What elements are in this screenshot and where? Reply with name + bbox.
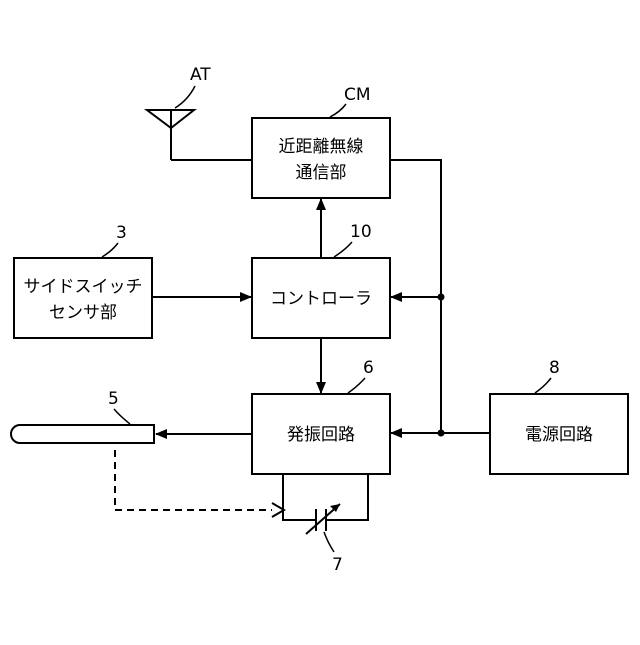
sensor-block bbox=[14, 258, 152, 338]
cm-block bbox=[252, 118, 390, 198]
controller-ref-label: 10 bbox=[350, 222, 372, 242]
antenna-ref-leader bbox=[175, 86, 195, 108]
junction-dot-oscillator bbox=[438, 430, 445, 437]
cm-label-line2: 通信部 bbox=[296, 163, 347, 183]
sensor-label-line1: サイドスイッチ bbox=[24, 277, 143, 297]
oscillator-label: 発振回路 bbox=[287, 425, 355, 445]
controller-ref-leader bbox=[334, 242, 352, 257]
cap-left-wire bbox=[283, 474, 316, 520]
cap-right-wire bbox=[326, 474, 368, 520]
power-ref-label: 8 bbox=[549, 358, 560, 378]
electrode-ref-label: 5 bbox=[108, 389, 119, 409]
electrode-icon bbox=[11, 425, 154, 443]
cm-label-line1: 近距離無線 bbox=[279, 137, 364, 157]
cm-ref-label: CM bbox=[344, 85, 371, 105]
sensor-label-line2: センサ部 bbox=[49, 303, 117, 323]
controller-label: コントローラ bbox=[270, 289, 372, 309]
capacitor-ref-leader bbox=[324, 532, 334, 552]
oscillator-ref-leader bbox=[348, 378, 365, 393]
cm-ref-leader bbox=[330, 104, 346, 117]
junction-dot-controller bbox=[438, 294, 445, 301]
capacitor-ref-label: 7 bbox=[332, 555, 343, 575]
antenna-icon bbox=[147, 110, 252, 160]
sensor-ref-leader bbox=[102, 243, 118, 257]
oscillator-ref-label: 6 bbox=[363, 358, 374, 378]
power-ref-leader bbox=[535, 378, 551, 393]
power-label: 電源回路 bbox=[525, 425, 593, 445]
antenna-ref-label: AT bbox=[190, 65, 211, 85]
dashed-coupling-line bbox=[115, 450, 272, 510]
electrode-ref-leader bbox=[114, 409, 130, 424]
sensor-ref-label: 3 bbox=[116, 223, 127, 243]
